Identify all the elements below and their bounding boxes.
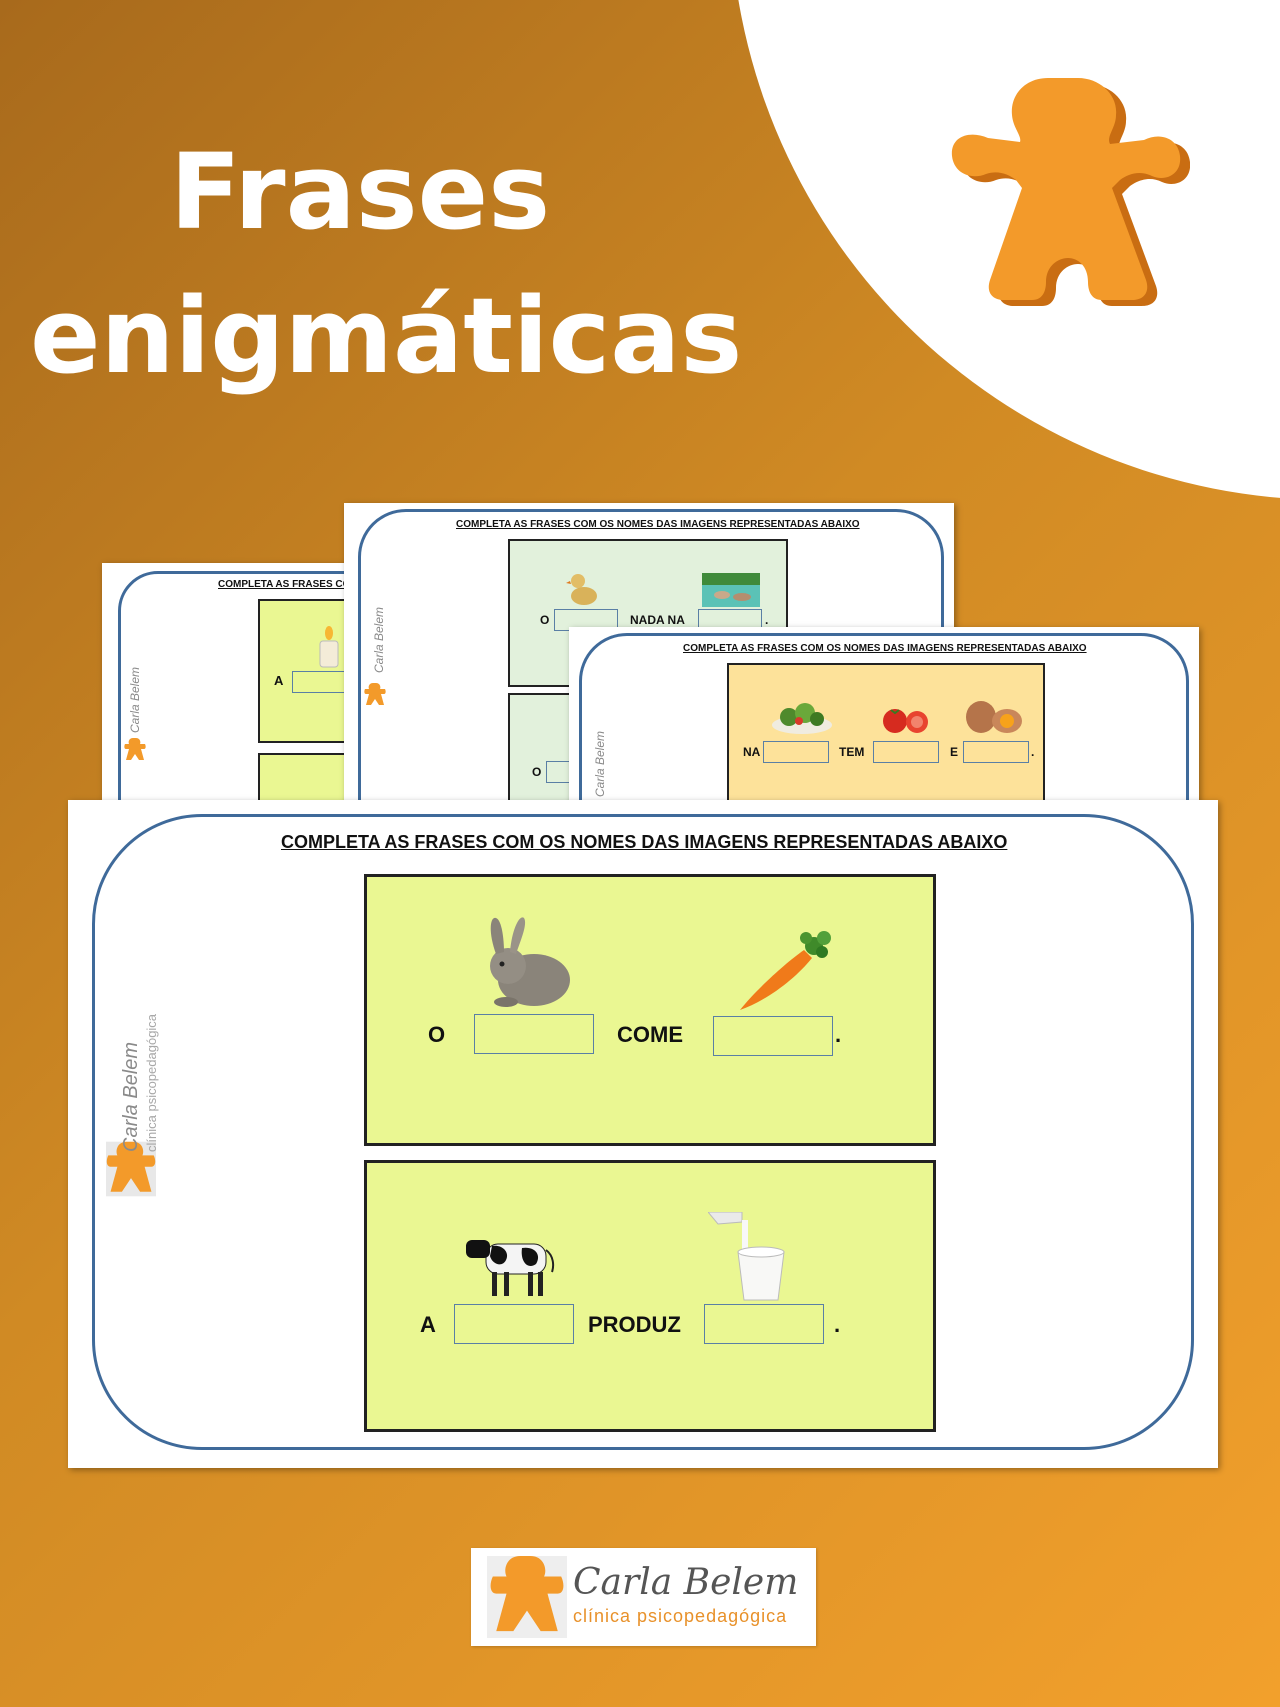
side-brand-right: Carla Belem bbox=[593, 730, 607, 797]
panel-main-2-word-2: PRODUZ bbox=[588, 1312, 681, 1337]
panel-right-1-blank-3[interactable] bbox=[963, 741, 1029, 763]
carrot-icon bbox=[740, 931, 831, 1010]
side-logo-middle bbox=[364, 683, 386, 712]
panel-middle-1-word-1: O bbox=[540, 613, 550, 627]
worksheet-main: COMPLETA AS FRASES COM OS NOMES DAS IMAG… bbox=[68, 800, 1218, 1468]
salad-icon bbox=[772, 703, 832, 734]
footer-logo-name: Carla Belem bbox=[573, 1562, 799, 1603]
panel-main-2-blank-2[interactable] bbox=[704, 1304, 824, 1344]
panel-main-1-end: . bbox=[835, 1022, 842, 1047]
panel-right-1 bbox=[727, 663, 1045, 803]
side-logo-main bbox=[106, 1140, 156, 1203]
milk-icon bbox=[708, 1212, 785, 1301]
side-brand-main-name: Carla Belem bbox=[120, 1041, 142, 1152]
side-brand-main-sub: clínica psicopedagógica bbox=[144, 1013, 159, 1152]
tomato-icon bbox=[883, 709, 928, 733]
panel-main-2-end: . bbox=[834, 1312, 841, 1337]
panel-middle-1-word-2: NADA NA bbox=[630, 613, 685, 627]
panel-main-2-word-1: A bbox=[420, 1312, 436, 1337]
title-line-2: enigmáticas bbox=[30, 275, 743, 397]
panel-middle-2-word-1: O bbox=[532, 765, 542, 779]
duck-icon bbox=[566, 574, 597, 605]
puzzle-person-icon bbox=[951, 78, 1190, 306]
panel-right-1-word-3: E bbox=[950, 745, 959, 759]
rabbit-icon bbox=[490, 917, 570, 1007]
puzzle-person-icon bbox=[487, 1556, 567, 1638]
page-title: Frases enigmáticas bbox=[30, 120, 743, 408]
panel-main-1-word-2: COME bbox=[617, 1022, 683, 1047]
candle-icon bbox=[319, 626, 339, 668]
panel-main-1-blank-1[interactable] bbox=[474, 1014, 594, 1054]
worksheet-right-title: COMPLETA AS FRASES COM OS NOMES DAS IMAG… bbox=[683, 643, 1087, 654]
panel-right-1-word-1: NA bbox=[743, 745, 761, 759]
worksheet-left: COMPLETA AS FRASES CO Carla Belem A bbox=[102, 563, 362, 803]
panel-right-1-blank-1[interactable] bbox=[763, 741, 829, 763]
worksheet-main-title: COMPLETA AS FRASES COM OS NOMES DAS IMAG… bbox=[281, 832, 1008, 852]
footer-logo-sub: clínica psicopedagógica bbox=[573, 1606, 788, 1626]
panel-main-1-word-1: O bbox=[428, 1022, 446, 1047]
side-brand-left: Carla Belem bbox=[128, 666, 142, 733]
side-brand-middle: Carla Belem bbox=[372, 606, 386, 673]
egg-icon bbox=[966, 701, 1022, 733]
panel-main-1-blank-2[interactable] bbox=[713, 1016, 833, 1056]
panel-right-1-end: . bbox=[1031, 745, 1035, 759]
worksheet-middle-title: COMPLETA AS FRASES COM OS NOMES DAS IMAG… bbox=[456, 519, 860, 530]
panel-left-1-word-1: A bbox=[274, 673, 284, 688]
panel-main-1 bbox=[364, 874, 936, 1146]
worksheet-left-title: COMPLETA AS FRASES CO bbox=[218, 579, 351, 590]
title-line-1: Frases bbox=[169, 131, 551, 253]
water-icon bbox=[702, 573, 760, 607]
panel-right-1-blank-2[interactable] bbox=[873, 741, 939, 763]
panel-right-1-word-2: TEM bbox=[839, 745, 865, 759]
panel-main-2-blank-1[interactable] bbox=[454, 1304, 574, 1344]
panel-middle-1-end: . bbox=[765, 613, 769, 627]
side-logo-left bbox=[124, 738, 146, 767]
worksheet-right: COMPLETA AS FRASES COM OS NOMES DAS IMAG… bbox=[569, 627, 1199, 803]
footer-logo: Carla Belem clínica psicopedagógica bbox=[471, 1548, 816, 1646]
cow-icon bbox=[466, 1240, 555, 1296]
panel-main-2 bbox=[364, 1160, 936, 1432]
